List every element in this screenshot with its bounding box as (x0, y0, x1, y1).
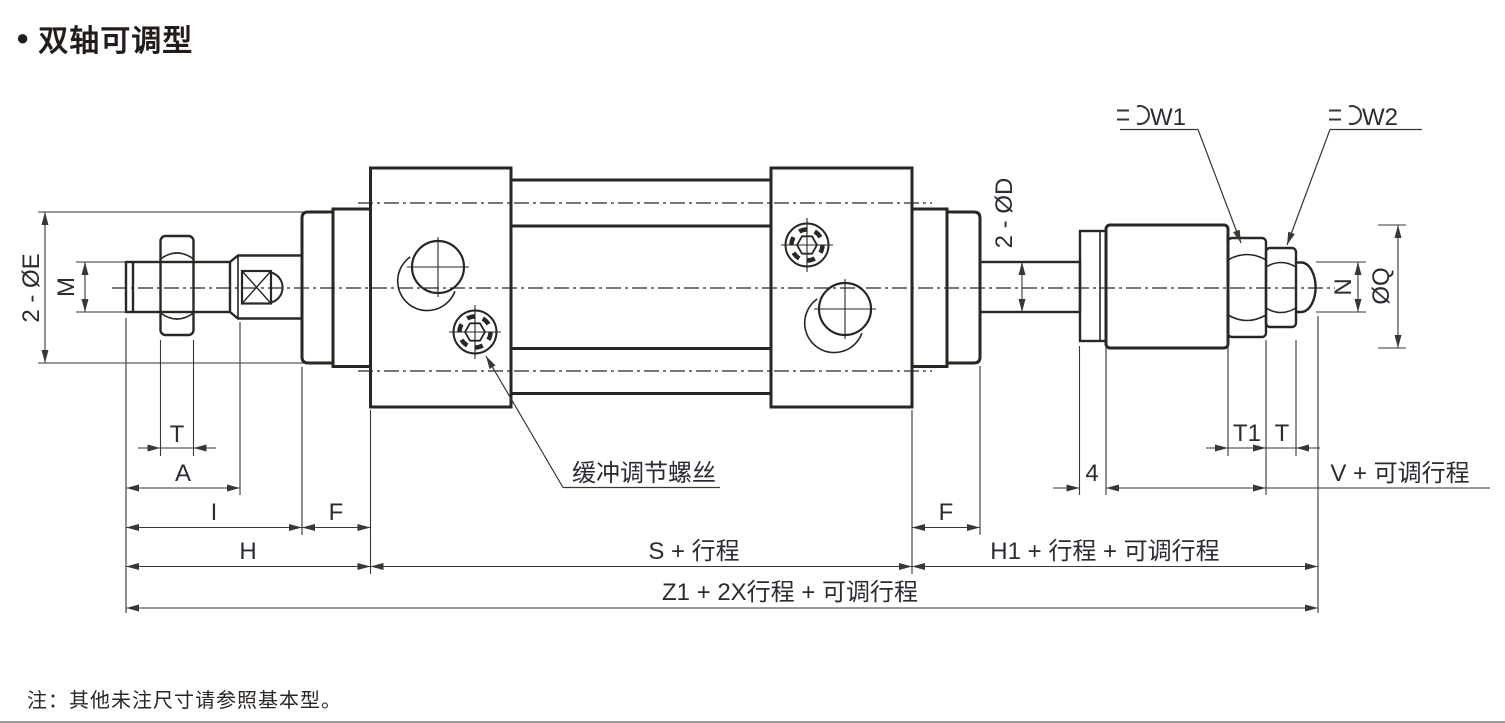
adjuster-spacer-ring (1078, 229, 1108, 343)
dim-label-m: M (53, 277, 80, 297)
cushion-screw-label: 缓冲调节螺丝 (572, 460, 716, 487)
w2-leader (1286, 129, 1331, 246)
rear-cushion-screw (781, 218, 833, 272)
left-rod-thread (124, 260, 232, 314)
cushion-leader (485, 355, 564, 488)
dimension-labels: 2 - ØE M T A I F H S + 行程 F H1 + 行程 + 可调… (18, 178, 1470, 606)
dim-label-n: N (1330, 278, 1357, 295)
left-jam-nut-chamfer-top (160, 252, 194, 260)
left-rod-spherical-end (270, 271, 284, 304)
dim-label-t-left: T (170, 421, 185, 448)
front-head-block (369, 166, 513, 409)
w1-leader (1197, 129, 1242, 244)
left-rod-fitting-bottom (229, 311, 302, 320)
w1-nut-chamfer-top (1227, 253, 1267, 261)
right-collar-ring (945, 210, 982, 365)
page-title: 双轴可调型 (38, 25, 194, 58)
wrench-icon-w1 (1117, 105, 1150, 125)
w2-nut-chamfer-top (1265, 261, 1297, 268)
right-rod (978, 260, 1082, 314)
dim-label-4: 4 (1085, 460, 1098, 487)
front-port (396, 237, 469, 312)
w1-nut-chamfer-bottom (1227, 314, 1267, 322)
dim-label-i: I (211, 499, 218, 526)
w2-nut-outline (1264, 246, 1298, 329)
dim-label-f-left: F (329, 499, 344, 526)
centerlines (112, 202, 1335, 372)
adjuster-nut-w2 (1264, 246, 1298, 329)
dim-label-f-right: F (939, 499, 954, 526)
left-wrench-flat-box (240, 269, 273, 305)
dim-label-s: S + 行程 (648, 538, 739, 565)
right-collar (910, 207, 982, 368)
dimension-lines (41, 212, 1490, 612)
dim-label-h: H (239, 538, 256, 565)
dim-label-t1: T1 (1233, 420, 1261, 447)
callout-labels: W1 W2 缓冲调节螺丝 (572, 104, 1398, 487)
dim-label-a: A (175, 460, 191, 487)
dim-label-z1: Z1 + 2X行程 + 可调行程 (662, 579, 918, 606)
w1-label: W1 (1150, 104, 1186, 131)
adjuster-rod-tip (1296, 261, 1317, 314)
dim-label-e: 2 - ØE (18, 253, 45, 322)
dim-label-t-right: T (1275, 420, 1290, 447)
bottom-divider (0, 721, 1505, 723)
rear-port (803, 279, 876, 354)
section-title-row: ● 双轴可调型 (16, 16, 193, 60)
w2-label: W2 (1362, 104, 1398, 131)
bullet-icon: ● (16, 25, 31, 50)
dim-label-h1: H1 + 行程 + 可调行程 (990, 538, 1219, 565)
dim-label-q: ØQ (1368, 267, 1395, 304)
adjuster-body (1104, 223, 1230, 350)
dim-label-v: V + 可调行程 (1330, 460, 1469, 487)
left-rod-fitting-top (229, 254, 302, 263)
w2-nut-chamfer-bottom (1265, 307, 1297, 314)
front-port-thread-arc (396, 256, 456, 312)
cylinder-tube (511, 178, 771, 395)
left-jam-nut (159, 234, 195, 337)
adjuster-unit (1078, 223, 1317, 350)
left-jam-nut-chamfer-bottom (160, 312, 194, 320)
front-head-outline (369, 166, 513, 409)
extension-lines (38, 211, 1406, 613)
wrench-icon-w2 (1329, 105, 1362, 125)
left-wrench-flat-diag2 (241, 270, 272, 304)
footnote: 注：其他未注尺寸请参照基本型。 (27, 690, 342, 712)
front-cushion-screw (449, 305, 501, 359)
left-rod-assembly (124, 234, 302, 337)
left-collar-ring (300, 210, 335, 365)
callout-leaders (485, 128, 1422, 489)
rear-port-thread-arc (803, 298, 863, 354)
dim-label-d: 2 - ØD (991, 178, 1018, 249)
